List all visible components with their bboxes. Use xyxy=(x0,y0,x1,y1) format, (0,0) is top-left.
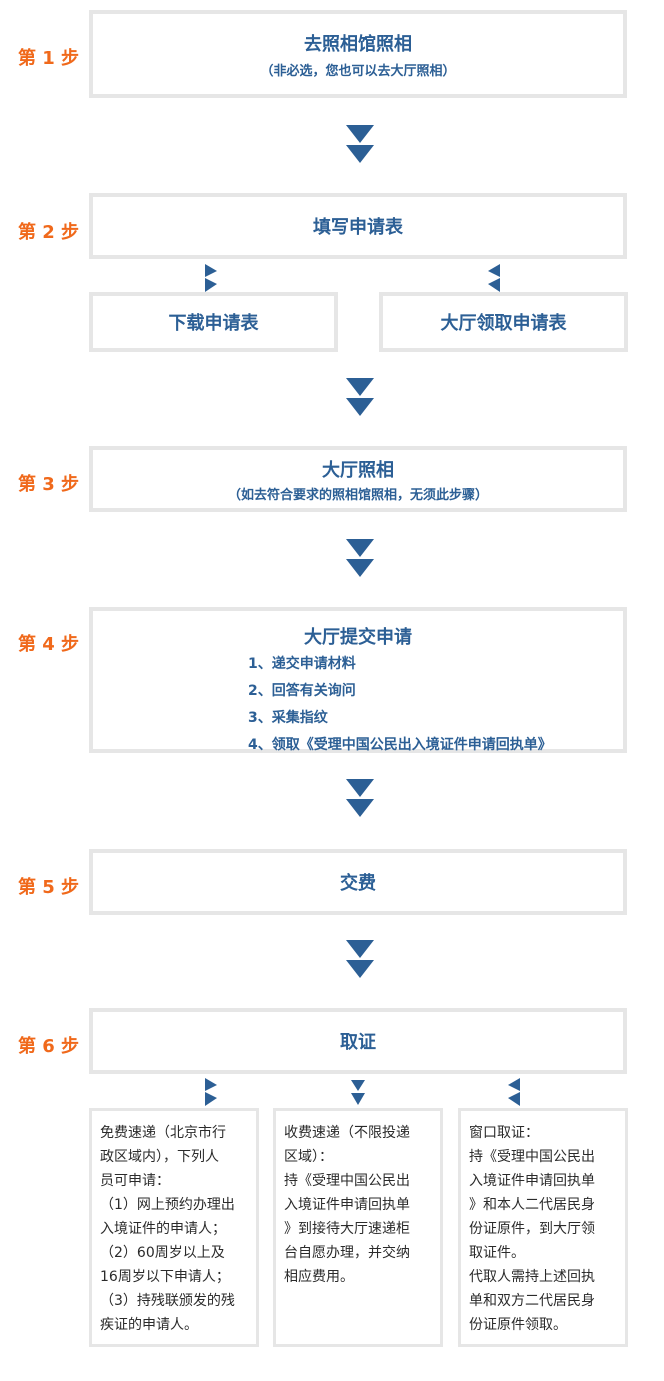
option-hall-label: 大厅领取申请表 xyxy=(440,313,567,334)
card-window-pickup: 窗口取证： 持《受理中国公民出 入境证件申请回执单 》和本人二代居民身 份证原件… xyxy=(458,1108,628,1347)
card-line: （1）网上预约办理出 xyxy=(100,1197,235,1213)
step-6-box: 取证 xyxy=(89,1008,627,1074)
step-4-title: 大厅提交申请 xyxy=(304,627,412,648)
step-2-box: 填写申请表 xyxy=(89,193,627,259)
option-hall-form: 大厅领取申请表 xyxy=(379,292,628,352)
card-paid-delivery: 收费速递（不限投递 区域）： 持《受理中国公民出 入境证件申请回执单 》到接待大… xyxy=(273,1108,443,1347)
list-item: 3、采集指纹 xyxy=(248,710,328,726)
card-line: 单和双方二代居民身 xyxy=(469,1293,595,1309)
step-1-title: 去照相馆照相 xyxy=(304,33,412,55)
card-free-delivery: 免费速递（北京市行 政区域内），下列人 员可申请： （1）网上预约办理出 入境证… xyxy=(89,1108,259,1347)
card-line: 份证原件领取。 xyxy=(469,1317,567,1333)
card-line: 疾证的申请人。 xyxy=(100,1317,198,1333)
step-1-label: 第 1 步 xyxy=(18,48,80,69)
step-2-title: 填写申请表 xyxy=(313,217,403,238)
card-line: 台自愿办理，并交纳 xyxy=(284,1245,410,1261)
card-line: 16周岁以下申请人； xyxy=(100,1269,230,1285)
card-line: 》和本人二代居民身 xyxy=(469,1197,595,1213)
step-5-label: 第 5 步 xyxy=(18,877,80,898)
step-4-label: 第 4 步 xyxy=(18,634,80,655)
step-6-title: 取证 xyxy=(340,1032,376,1053)
step-4-box: 大厅提交申请 1、递交申请材料 2、回答有关询问 3、采集指纹 4、领取《受理中… xyxy=(89,607,627,753)
step-4-list: 1、递交申请材料 2、回答有关询问 3、采集指纹 4、领取《受理中国公民出入境证… xyxy=(248,651,552,759)
diagonal-arrow-left-icon xyxy=(205,1078,217,1106)
diagonal-arrow-left-icon xyxy=(205,264,217,292)
card-line: 员可申请： xyxy=(100,1173,170,1189)
card-line: 入境证件申请回执单 xyxy=(284,1197,410,1213)
step-3-subtitle: （如去符合要求的照相馆照相，无须此步骤） xyxy=(227,487,488,503)
card-line: 免费速递（北京市行 xyxy=(100,1125,226,1141)
step-1-subtitle: （非必选，您也可以去大厅照相） xyxy=(260,63,456,79)
diagonal-arrow-right-icon xyxy=(488,264,500,292)
down-arrow-icon xyxy=(346,539,376,579)
down-arrow-small-icon xyxy=(351,1080,365,1105)
down-arrow-icon xyxy=(346,940,376,980)
card-line: 持《受理中国公民出 xyxy=(469,1149,595,1165)
card-line: 》到接待大厅速递柜 xyxy=(284,1221,410,1237)
card-line: 持《受理中国公民出 xyxy=(284,1173,410,1189)
step-3-title: 大厅照相 xyxy=(322,459,394,481)
card-line: 相应费用。 xyxy=(284,1269,354,1285)
option-download-form: 下载申请表 xyxy=(89,292,338,352)
option-download-label: 下载申请表 xyxy=(168,313,259,334)
card-line: 区域）： xyxy=(284,1149,333,1165)
down-arrow-icon xyxy=(346,779,376,819)
card-line: （3）持残联颁发的残 xyxy=(100,1293,235,1309)
card-line: 政区域内），下列人 xyxy=(100,1149,219,1165)
list-item: 4、领取《受理中国公民出入境证件申请回执单》 xyxy=(248,737,552,753)
card-line: 份证原件，到大厅领 xyxy=(469,1221,595,1237)
list-item: 1、递交申请材料 xyxy=(248,656,356,672)
step-3-label: 第 3 步 xyxy=(18,474,80,495)
step-6-label: 第 6 步 xyxy=(18,1036,80,1057)
step-1-box: 去照相馆照相 （非必选，您也可以去大厅照相） xyxy=(89,10,627,98)
step-2-label: 第 2 步 xyxy=(18,222,80,243)
card-line: 取证件。 xyxy=(469,1245,525,1261)
card-line: 代取人需持上述回执 xyxy=(469,1269,595,1285)
list-item: 2、回答有关询问 xyxy=(248,683,356,699)
card-line: （2）60周岁以上及 xyxy=(100,1245,225,1261)
down-arrow-icon xyxy=(346,378,376,418)
diagonal-arrow-right-icon xyxy=(508,1078,520,1106)
step-3-box: 大厅照相 （如去符合要求的照相馆照相，无须此步骤） xyxy=(89,446,627,512)
step-5-title: 交费 xyxy=(340,873,376,894)
card-line: 收费速递（不限投递 xyxy=(284,1125,410,1141)
step-5-box: 交费 xyxy=(89,849,627,915)
card-line: 入境证件申请回执单 xyxy=(469,1173,595,1189)
down-arrow-icon xyxy=(346,125,376,165)
card-line: 入境证件的申请人； xyxy=(100,1221,226,1237)
card-line: 窗口取证： xyxy=(469,1125,539,1141)
